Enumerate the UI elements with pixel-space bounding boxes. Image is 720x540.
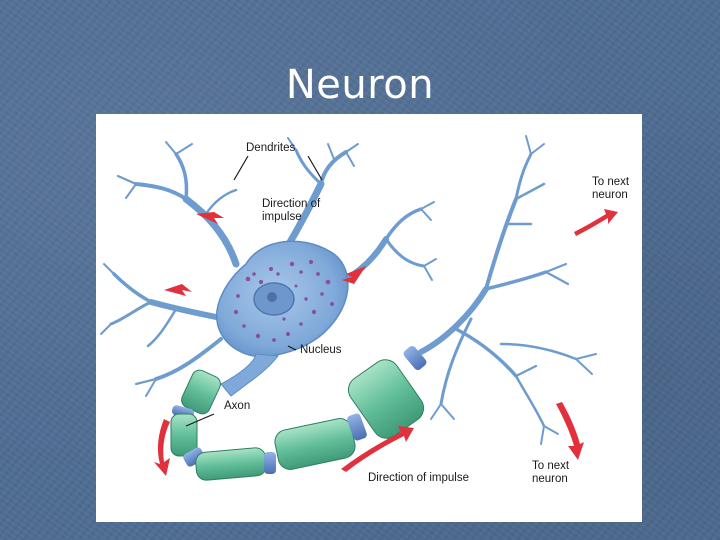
arrow-dendrite-left <box>164 284 192 296</box>
arrow-dendrite-right <box>342 266 366 284</box>
label-to-next-neuron-bottom-line2: neuron <box>532 473 568 485</box>
label-to-next-neuron-bottom: To next neuron <box>532 460 569 486</box>
label-to-next-neuron-bottom-line1: To next <box>532 460 570 472</box>
neuron-figure: Dendrites Direction of impulse Nucleus A… <box>96 114 642 522</box>
leader-lines <box>185 155 323 427</box>
arrow-terminal-bottom <box>556 402 584 460</box>
arrow-dendrite-upper <box>196 212 224 224</box>
label-to-next-neuron-top-line1: To next <box>592 176 630 188</box>
direction-arrows <box>154 209 618 476</box>
label-direction-of-impulse-bottom: Direction of impulse <box>368 472 469 484</box>
axon-hillock <box>220 353 279 397</box>
label-nucleus: Nucleus <box>300 344 342 356</box>
slide-title: Neuron <box>285 62 435 108</box>
arrow-terminal-top <box>574 209 618 236</box>
neuron-illustration <box>100 135 618 481</box>
label-dendrites: Dendrites <box>246 142 296 154</box>
label-to-next-neuron-top: To next neuron <box>592 176 629 202</box>
label-direction-of-impulse-top-line2: impulse <box>262 211 302 223</box>
label-to-next-neuron-top-line2: neuron <box>592 189 628 201</box>
arrow-axon-bottom <box>341 426 414 472</box>
label-axon: Axon <box>224 400 251 412</box>
label-direction-of-impulse-top: Direction of impulse <box>262 198 320 224</box>
axon <box>170 345 427 481</box>
axon-terminals <box>418 135 597 445</box>
arrow-axon-left <box>154 419 170 476</box>
label-direction-of-impulse-top-line1: Direction of <box>262 198 321 210</box>
